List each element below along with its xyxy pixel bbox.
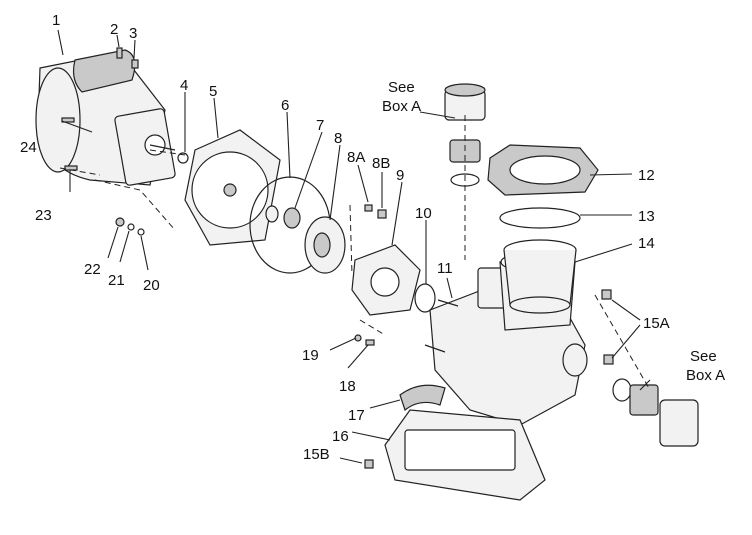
union-fitting-right <box>612 378 699 447</box>
pump-base <box>384 409 546 501</box>
label-12: 12 <box>638 167 655 184</box>
see-box-a-top-line1: See <box>388 79 415 96</box>
label-10: 10 <box>415 205 432 222</box>
label-14: 14 <box>638 235 655 252</box>
label-1: 1 <box>52 12 60 29</box>
label-4: 4 <box>180 77 188 94</box>
strainer-basket <box>503 239 577 314</box>
label-11: 11 <box>437 260 453 277</box>
label-24: 24 <box>20 139 37 156</box>
shaft-seal <box>265 205 301 229</box>
part-labels: 1 2 3 4 5 6 7 8 8A 8B 9 10 11 12 13 14 1… <box>20 12 725 463</box>
lid-o-ring <box>499 207 581 229</box>
see-box-a-top-line2: Box A <box>382 98 421 115</box>
label-8b: 8B <box>372 155 390 172</box>
label-8a: 8A <box>347 149 365 166</box>
see-box-a-right-line1: See <box>690 348 717 365</box>
label-15a: 15A <box>643 315 670 332</box>
strainer-lid <box>487 144 599 196</box>
label-16: 16 <box>332 428 349 445</box>
label-20: 20 <box>143 277 160 294</box>
label-13: 13 <box>638 208 655 225</box>
motor-support <box>399 384 446 412</box>
see-box-a-right-line2: Box A <box>686 367 725 384</box>
seal-plate <box>184 129 281 246</box>
label-17: 17 <box>348 407 365 424</box>
impeller <box>304 216 346 274</box>
label-15b: 15B <box>303 446 330 463</box>
diffuser-o-ring <box>414 283 436 313</box>
assembly-lines <box>59 115 651 391</box>
label-23: 23 <box>35 207 52 224</box>
label-21: 21 <box>108 272 125 289</box>
label-8: 8 <box>334 130 342 147</box>
label-9: 9 <box>396 167 404 184</box>
motor <box>35 49 176 186</box>
label-3: 3 <box>129 25 137 42</box>
label-7: 7 <box>316 117 324 134</box>
label-5: 5 <box>209 83 217 100</box>
label-22: 22 <box>84 261 101 278</box>
leader-lines <box>57 29 651 464</box>
diffuser <box>351 244 421 316</box>
label-19: 19 <box>302 347 319 364</box>
label-18: 18 <box>339 378 356 395</box>
label-6: 6 <box>281 97 289 114</box>
label-2: 2 <box>110 21 118 38</box>
